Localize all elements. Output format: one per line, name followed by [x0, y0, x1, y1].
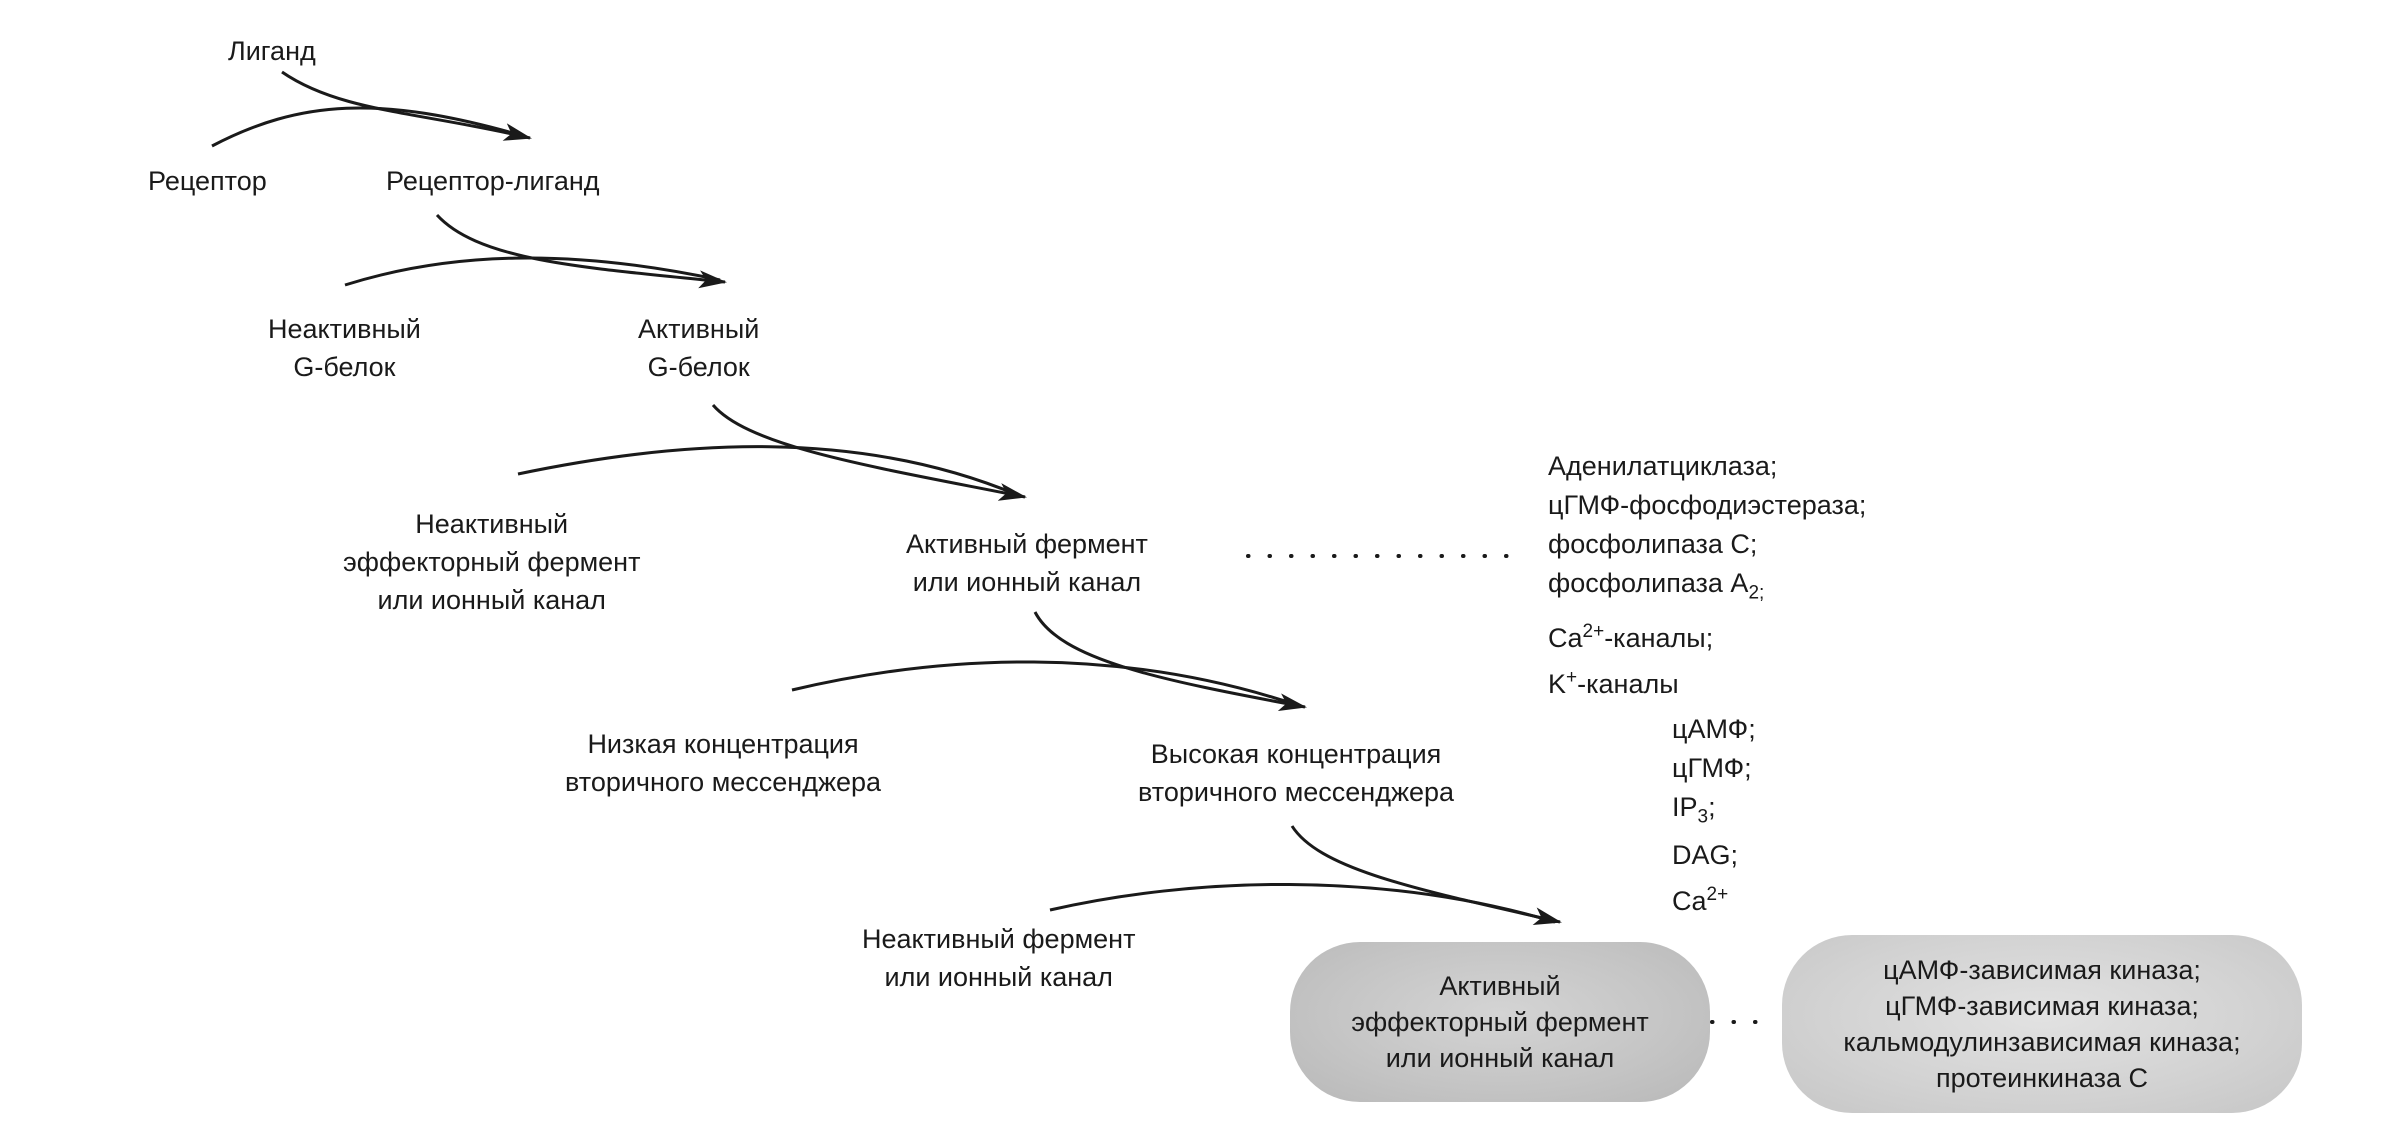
- node-receptor: Рецептор: [148, 166, 267, 196]
- arrow-low-conc-curve: [791, 660, 1301, 708]
- effector-item: K+-каналы: [1548, 667, 1679, 700]
- effector-item: Ca2+-каналы;: [1548, 621, 1714, 654]
- node-ligand: Лиганд: [228, 36, 316, 66]
- list-effector-enzymes: Аденилатциклаза; цГМФ-фосфодиэстераза; ф…: [1548, 447, 1866, 704]
- effector-item: фосфолипаза А2;: [1548, 568, 1765, 604]
- messenger-item: IP3;: [1672, 792, 1716, 828]
- arrow-high-conc-curve: [1290, 825, 1562, 925]
- effector-item: цГМФ-фосфодиэстераза;: [1548, 490, 1867, 520]
- effector-item: фосфолипаза С;: [1548, 529, 1758, 559]
- messenger-item: Ca2+: [1672, 884, 1729, 917]
- kinase-item: цАМФ-зависимая киназа;: [1883, 955, 2201, 985]
- arrow-active-enzyme-curve: [1033, 611, 1307, 712]
- node-active-effector-pill: Активный эффекторный фермент или ионный …: [1290, 942, 1710, 1102]
- node-receptor-ligand: Рецептор-лиганд: [386, 166, 600, 196]
- effector-item: Аденилатциклаза;: [1548, 451, 1778, 481]
- list-second-messengers: цАМФ; цГМФ; IP3; DAG; Ca2+: [1672, 710, 1756, 921]
- messenger-item: DAG;: [1672, 840, 1739, 871]
- kinase-item: кальмодулинзависимая киназа;: [1843, 1027, 2241, 1057]
- arrow-receptor-curve: [211, 106, 521, 148]
- kinases-pill: цАМФ-зависимая киназа; цГМФ-зависимая ки…: [1782, 935, 2302, 1113]
- arrow-inactive-g-curve: [344, 256, 721, 287]
- arrow-active-g-curve: [711, 404, 1027, 501]
- arrow-ligand-curve: [281, 70, 532, 141]
- kinase-item: цГМФ-зависимая киназа;: [1885, 991, 2199, 1021]
- arrow-receptor-ligand-curve: [435, 213, 727, 289]
- messenger-item: цГМФ;: [1672, 753, 1752, 783]
- messenger-item: цАМФ;: [1672, 714, 1756, 744]
- arrow-inactive-effector-curve: [517, 445, 1021, 498]
- kinase-item: протеинкиназа С: [1935, 1063, 2149, 1093]
